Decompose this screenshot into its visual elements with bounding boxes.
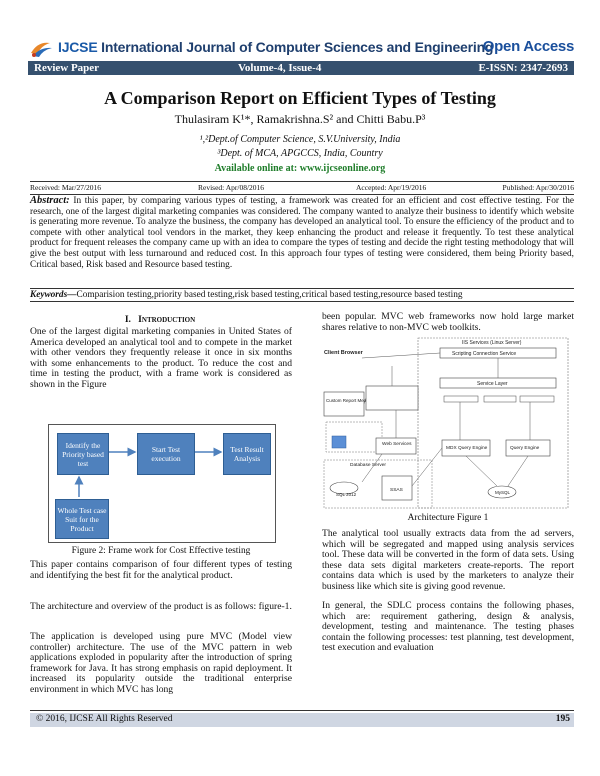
- copyright: © 2016, IJCSE All Rights Reserved: [36, 714, 173, 724]
- journal-brand: IJCSE: [58, 39, 98, 55]
- flow-box-execute: Start Test execution: [137, 433, 195, 475]
- keywords: Keywords—Comparision testing,priority ba…: [30, 288, 574, 302]
- flow-box-analysis: Test Result Analysis: [223, 433, 271, 475]
- architecture-figure: IIS Services (Linux Server) Scripting Co…: [323, 337, 569, 509]
- iis-services-frame: [417, 337, 569, 509]
- journal-name: IJCSE International Journal of Computer …: [58, 39, 493, 55]
- right-paragraph-3: In general, the SDLC process contains th…: [322, 600, 574, 654]
- sub-box-2: [483, 395, 517, 403]
- volume-issue: Volume-4, Issue-4: [238, 62, 322, 74]
- open-access-label: Open Access: [482, 38, 575, 55]
- ssas-box: [381, 475, 413, 501]
- issn: E-ISSN: 2347-2693: [478, 62, 568, 74]
- journal-logo-icon: [31, 42, 52, 57]
- figure-2-caption: Figure 2: Frame work for Cost Effective …: [71, 546, 251, 556]
- available-online-link[interactable]: Available online at: www.ijcseonline.org: [214, 163, 386, 174]
- server-icon: [331, 435, 347, 449]
- journal-header: IJCSE International Journal of Computer …: [28, 38, 574, 60]
- sql-2012-label: SQL 2012: [336, 492, 357, 497]
- intro-paragraph-4: The application is developed using pure …: [30, 631, 292, 695]
- custom-report-box: [323, 391, 365, 417]
- affiliation-1: ¹,²Dept.of Computer Science, S.V.Univers…: [199, 134, 401, 145]
- mysql-database-icon: [487, 485, 517, 499]
- mdx-query-label: MDX Query Engine: [446, 445, 488, 451]
- figure-1-caption: Architecture Figure 1: [407, 513, 489, 523]
- custom-report-label: Custom Report Mediator Page: [326, 398, 387, 403]
- sub-box-1: [443, 395, 479, 403]
- query-engine-label: Query Engine: [510, 445, 540, 451]
- database-server-label: Database Server: [350, 462, 386, 468]
- flow-box-test-suite: Whole Test case Suit for the Product: [55, 499, 109, 539]
- mysql-label: MySQL: [495, 490, 511, 495]
- right-paragraph-2: The analytical tool usually extracts dat…: [322, 528, 574, 592]
- paper-authors: Thulasiram K¹*, Ramakrishna.S² and Chitt…: [174, 112, 426, 126]
- date-received: Received: Mar/27/2016: [30, 183, 102, 192]
- iis-services-label: IIS Services (Linux Server): [462, 340, 522, 346]
- abstract: Abstract: In this paper, by comparing va…: [30, 195, 574, 270]
- intro-paragraph-2: This paper contains comparison of four d…: [30, 559, 292, 581]
- web-app-box: [365, 385, 419, 411]
- framework-arrows: [74, 447, 223, 497]
- page-number: 195: [555, 714, 570, 724]
- section-heading: I. Introduction: [30, 314, 290, 325]
- intro-paragraph-1: One of the largest digital marketing com…: [30, 326, 292, 390]
- sql-database-icon: [329, 481, 359, 495]
- keywords-label: Keywords—: [30, 290, 77, 300]
- paper-type: Review Paper: [34, 62, 100, 74]
- client-browser-label: Client Browser: [324, 350, 364, 356]
- scripting-label: Scripting Connection Service: [452, 351, 516, 357]
- issue-band: Review Paper Volume-4, Issue-4 E-ISSN: 2…: [28, 61, 574, 75]
- framework-figure: Identify the Priority based test Start T…: [48, 424, 276, 543]
- sub-box-3: [519, 395, 555, 403]
- footer-rule: [30, 710, 574, 711]
- abstract-text: In this paper, by comparing various type…: [30, 196, 574, 270]
- date-published: Published: Apr/30/2016: [502, 183, 574, 192]
- date-accepted: Accepted: Apr/19/2016: [356, 183, 427, 192]
- section-number: I.: [124, 314, 131, 325]
- page-footer: © 2016, IJCSE All Rights Reserved 195: [30, 713, 574, 727]
- abstract-label: Abstract:: [30, 195, 70, 206]
- right-paragraph-1: been popular. MVC web frameworks now hol…: [322, 311, 574, 333]
- paper-title: A Comparison Report on Efficient Types o…: [104, 88, 496, 108]
- web-services-label: Web Services: [382, 441, 412, 447]
- keywords-text: Comparision testing,priority based testi…: [76, 290, 463, 300]
- dates-row: Received: Mar/27/2016 Revised: Apr/08/20…: [30, 181, 574, 195]
- service-layer-label: Service Layer: [477, 381, 508, 387]
- date-revised: Revised: Apr/08/2016: [198, 183, 265, 192]
- section-title: Introduction: [138, 314, 196, 325]
- architecture-connectors: [361, 352, 531, 487]
- intro-paragraph-3: The architecture and overview of the pro…: [30, 601, 292, 612]
- affiliation-2: ³Dept. of MCA, APGCCS, India, Country: [217, 148, 383, 159]
- flow-box-identify: Identify the Priority based test: [57, 433, 109, 475]
- ssas-label: SSAS: [390, 487, 403, 493]
- journal-full-name: International Journal of Computer Scienc…: [97, 39, 494, 55]
